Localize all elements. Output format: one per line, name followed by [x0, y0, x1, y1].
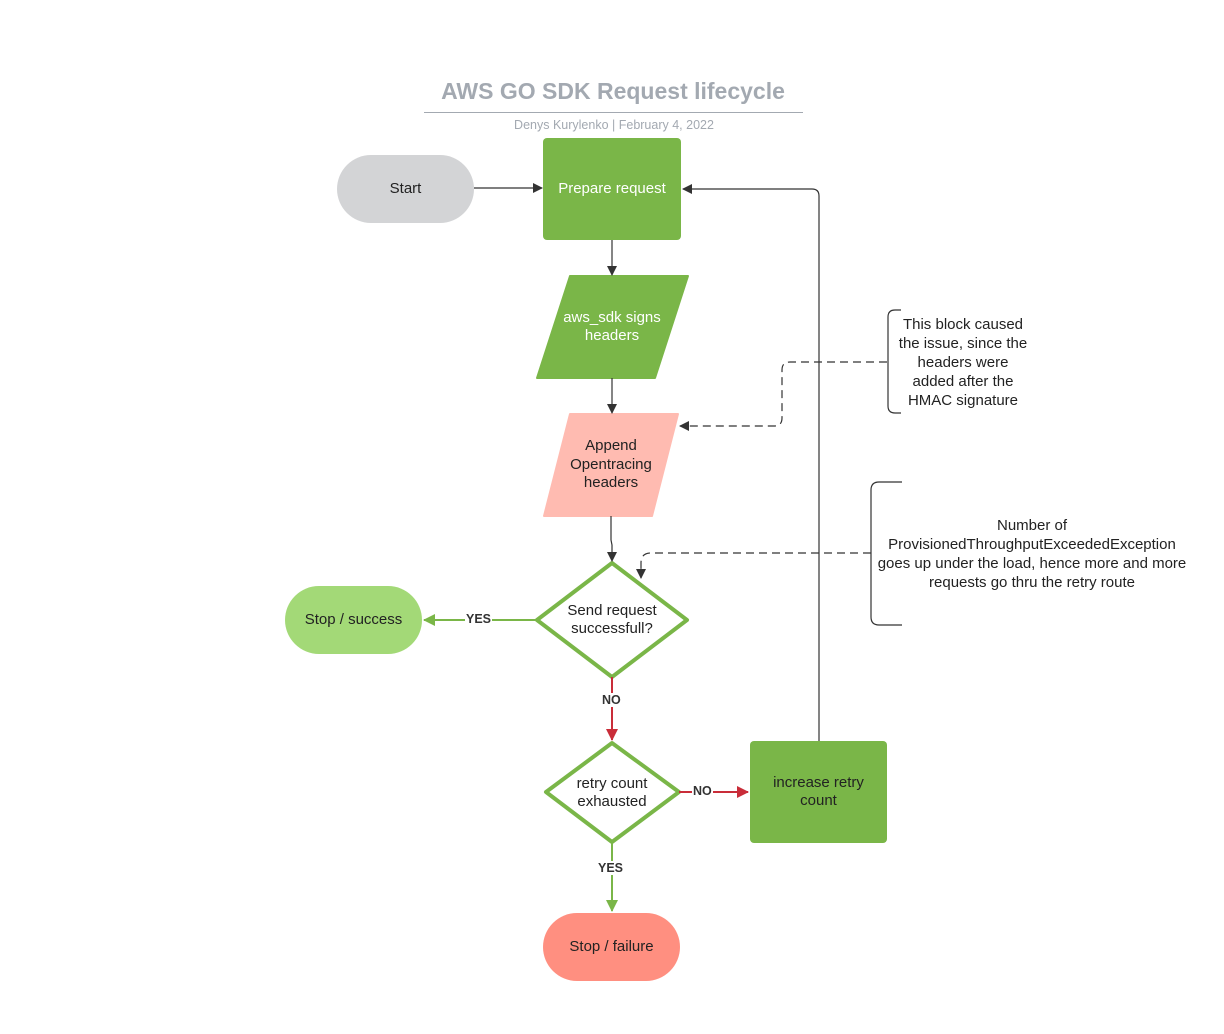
note-block-issue: This block caused the issue, since the h…	[898, 316, 1028, 409]
send-no-label: NO	[601, 693, 622, 707]
retry-no-label: NO	[692, 784, 713, 798]
note1-dashed-connector	[679, 361, 887, 431]
stop-failure-node	[543, 913, 680, 981]
start-node	[337, 155, 474, 223]
send-decision-node	[535, 561, 689, 679]
increase-retry-node	[750, 741, 887, 843]
sign-headers-node	[536, 275, 689, 379]
title-underline	[424, 112, 803, 113]
diagram-title: AWS GO SDK Request lifecycle	[441, 78, 785, 104]
note2-dashed-connector	[636, 552, 871, 579]
retry-yes-label: YES	[597, 861, 625, 875]
append-to-send-arrow	[607, 516, 617, 562]
retry-decision-node	[544, 741, 681, 844]
note2-bracket	[870, 481, 902, 626]
send-yes-label: YES	[465, 612, 493, 626]
diagram-subtitle: Denys Kurylenko | February 4, 2022	[514, 118, 714, 132]
prepare-request-node	[543, 138, 681, 240]
increase-to-prepare-arrow	[682, 184, 820, 741]
stop-success-node	[285, 586, 422, 654]
append-headers-node	[543, 413, 679, 517]
note-throughput: Number of ProvisionedThroughputExceededE…	[877, 517, 1187, 591]
note1-bracket	[887, 309, 901, 414]
